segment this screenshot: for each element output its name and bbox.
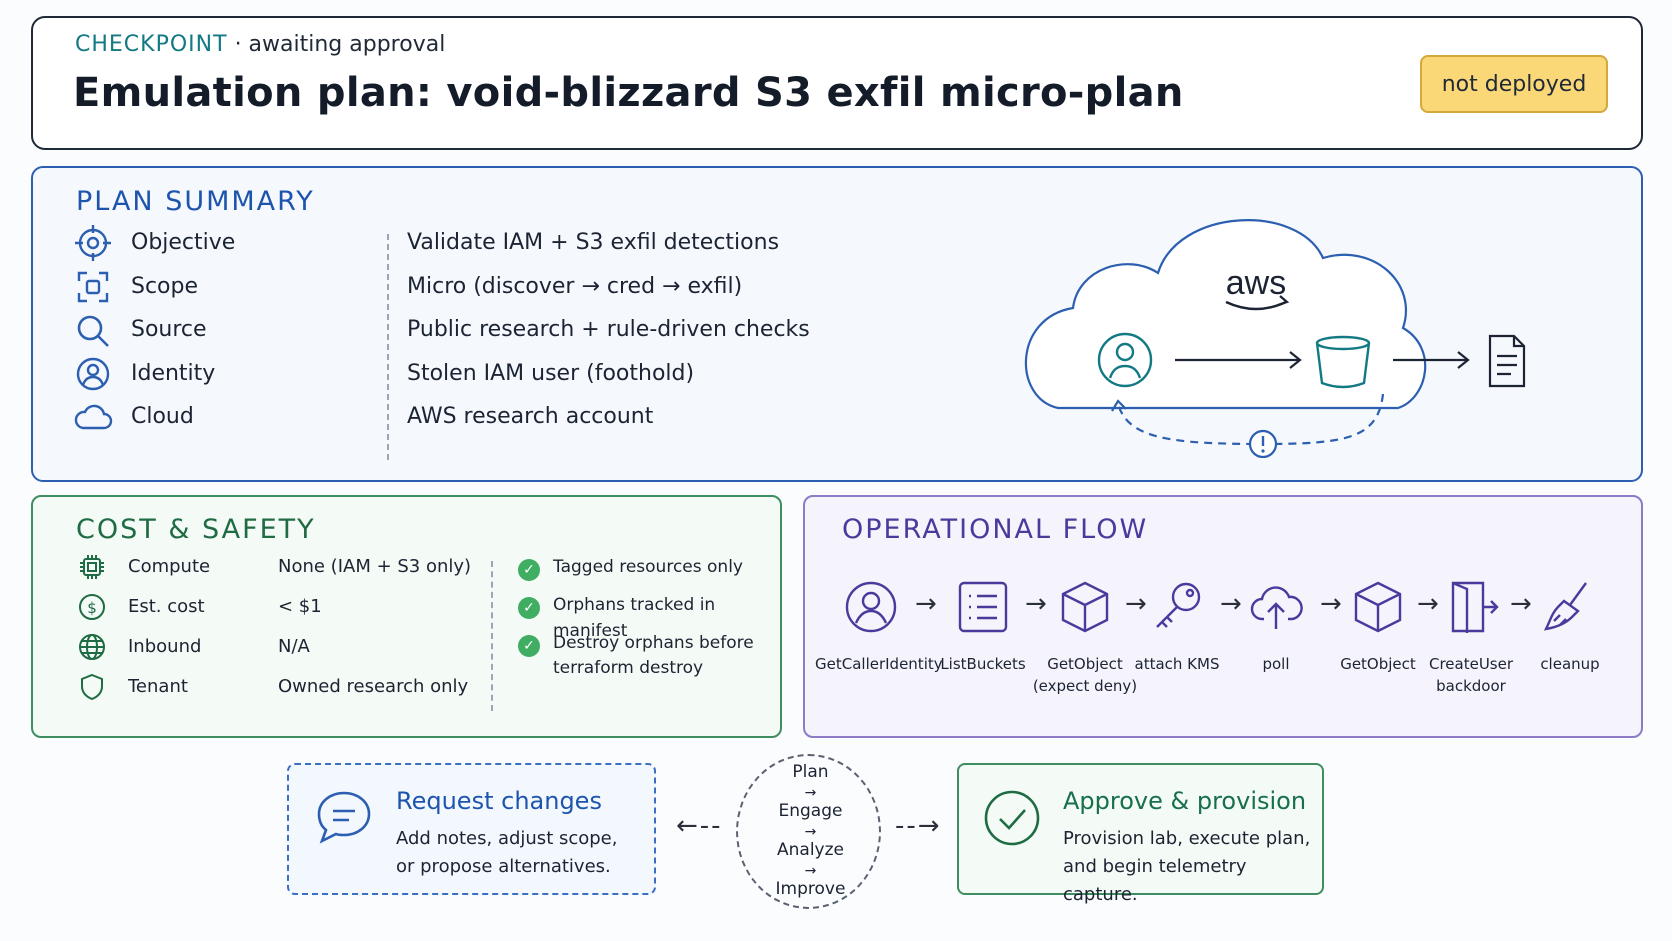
cube-icon bbox=[1354, 581, 1402, 633]
check-item-2: Orphans tracked in manifest bbox=[553, 595, 716, 641]
plan-summary-title: PLAN SUMMARY bbox=[76, 186, 315, 217]
flow-step-label: cleanup bbox=[1540, 655, 1600, 673]
inbound-value: N/A bbox=[278, 636, 310, 657]
chip-icon bbox=[80, 555, 104, 579]
cube-icon bbox=[1061, 581, 1109, 633]
request-changes-description: Add notes, adjust scope,or propose alter… bbox=[396, 828, 618, 877]
page-title: Emulation plan: void-blizzard S3 exfil m… bbox=[73, 70, 1184, 116]
check-item-3: Destroy orphans before bbox=[553, 633, 754, 653]
aws-arrow-2 bbox=[1393, 351, 1470, 369]
cloud-icon bbox=[74, 404, 113, 430]
flow-arrow: → bbox=[1510, 589, 1532, 619]
alert-icon bbox=[1248, 429, 1278, 458]
identity-label: Identity bbox=[131, 361, 216, 386]
svg-text:$: $ bbox=[87, 599, 97, 617]
target-icon bbox=[75, 225, 111, 261]
source-label: Source bbox=[131, 317, 207, 342]
request-changes-title: Request changes bbox=[396, 787, 602, 815]
operational-flow-panel: OPERATIONAL FLOW GetCallerIdentity → Lis… bbox=[803, 495, 1643, 738]
aws-flow-diagram: aws bbox=[1025, 219, 1526, 458]
dollar-icon: $ bbox=[79, 594, 105, 620]
flow-arrow: → bbox=[1025, 589, 1047, 619]
operational-flow-title: OPERATIONAL FLOW bbox=[842, 514, 1149, 545]
list-icon bbox=[958, 581, 1008, 633]
scope-icon bbox=[77, 271, 109, 303]
plan-divider bbox=[387, 234, 389, 460]
right-dashed-arrow: --→ bbox=[895, 811, 942, 841]
globe-icon bbox=[79, 634, 105, 660]
tenant-value: Owned research only bbox=[278, 676, 469, 697]
cycle-step-engage: Engage bbox=[778, 801, 843, 821]
identity-value: Stolen IAM user (foothold) bbox=[407, 361, 695, 386]
flow-arrow: → bbox=[1320, 589, 1342, 619]
header-card: CHECKPOINT · awaiting approval Emulation… bbox=[31, 16, 1643, 150]
scope-value: Micro (discover → cred → exfil) bbox=[407, 274, 743, 299]
cycle-arrow: → bbox=[804, 824, 817, 840]
compute-value: None (IAM + S3 only) bbox=[278, 556, 472, 577]
broom-icon bbox=[1543, 582, 1587, 631]
cloud-upload-icon bbox=[1250, 586, 1303, 629]
cost-divider bbox=[491, 561, 493, 711]
pdca-cycle: Plan → Engage → Analyze → Improve bbox=[736, 754, 881, 909]
aws-logo-text: aws bbox=[1226, 264, 1286, 302]
flow-step-label: poll bbox=[1262, 655, 1290, 673]
cloud-label: Cloud bbox=[131, 404, 194, 429]
chat-bubble-icon bbox=[317, 791, 371, 844]
objective-value: Validate IAM + S3 exfil detections bbox=[407, 230, 780, 255]
cycle-arrow: → bbox=[804, 863, 817, 879]
flow-step-label: GetObject(expect deny) bbox=[1032, 655, 1138, 695]
flow-step-label: ListBuckets bbox=[940, 655, 1026, 673]
est-cost-label: Est. cost bbox=[128, 596, 205, 617]
check-icon: ✓ bbox=[518, 597, 540, 619]
check-circle-icon bbox=[984, 790, 1040, 846]
door-icon bbox=[1451, 581, 1499, 633]
check-icon: ✓ bbox=[518, 635, 540, 657]
cloud-value: AWS research account bbox=[407, 404, 654, 429]
flow-step-label: GetCallerIdentity bbox=[815, 655, 943, 673]
status-badge: not deployed bbox=[1420, 55, 1608, 113]
flow-step-label: GetObject bbox=[1340, 655, 1416, 673]
shield-icon bbox=[81, 673, 103, 701]
plan-summary-panel: PLAN SUMMARY Objective Validate IAM + S3… bbox=[31, 166, 1643, 482]
check-item-1: Tagged resources only bbox=[553, 557, 743, 577]
user-circle-icon bbox=[845, 581, 897, 633]
check-item-3-cont: terraform destroy bbox=[553, 658, 704, 678]
cycle-step-improve: Improve bbox=[775, 879, 846, 899]
user-circle-icon bbox=[76, 357, 110, 391]
approve-provision-button[interactable]: Approve & provision Provision lab, execu… bbox=[957, 763, 1324, 905]
flow-arrow: → bbox=[1220, 589, 1242, 619]
cost-safety-title: COST & SAFETY bbox=[76, 514, 316, 545]
cycle-step-analyze: Analyze bbox=[777, 840, 844, 860]
approve-provision-title: Approve & provision bbox=[1063, 787, 1307, 815]
check-icon: ✓ bbox=[518, 559, 540, 581]
est-cost-value: < $1 bbox=[278, 596, 322, 617]
aws-arrow-1 bbox=[1175, 351, 1302, 369]
search-icon bbox=[77, 315, 109, 347]
source-value: Public research + rule-driven checks bbox=[407, 317, 810, 342]
approve-provision-description: Provision lab, execute plan,and begin te… bbox=[1063, 828, 1311, 905]
tenant-label: Tenant bbox=[128, 676, 188, 697]
aws-user-icon bbox=[1097, 332, 1153, 388]
compute-label: Compute bbox=[128, 556, 211, 577]
flow-arrow: → bbox=[1125, 589, 1147, 619]
objective-label: Objective bbox=[131, 230, 236, 255]
document-icon bbox=[1488, 334, 1526, 388]
left-dashed-arrow: ←-- bbox=[676, 811, 723, 841]
flow-step-label: attach KMS bbox=[1134, 655, 1220, 673]
inbound-label: Inbound bbox=[128, 636, 202, 657]
checkpoint-status: · awaiting approval bbox=[234, 32, 446, 57]
cost-safety-panel: COST & SAFETY Compute None (IAM + S3 onl… bbox=[31, 495, 782, 738]
cycle-arrow: → bbox=[804, 785, 817, 801]
checkpoint-label: CHECKPOINT bbox=[75, 32, 228, 57]
key-icon bbox=[1156, 582, 1201, 628]
cycle-step-plan: Plan bbox=[792, 762, 829, 782]
request-changes-button[interactable]: Request changes Add notes, adjust scope,… bbox=[287, 763, 656, 895]
flow-arrow: → bbox=[915, 589, 937, 619]
s3-bucket-icon bbox=[1315, 335, 1371, 389]
scope-label: Scope bbox=[131, 274, 199, 299]
flow-arrow: → bbox=[1417, 589, 1439, 619]
eyebrow: CHECKPOINT · awaiting approval bbox=[75, 32, 445, 57]
